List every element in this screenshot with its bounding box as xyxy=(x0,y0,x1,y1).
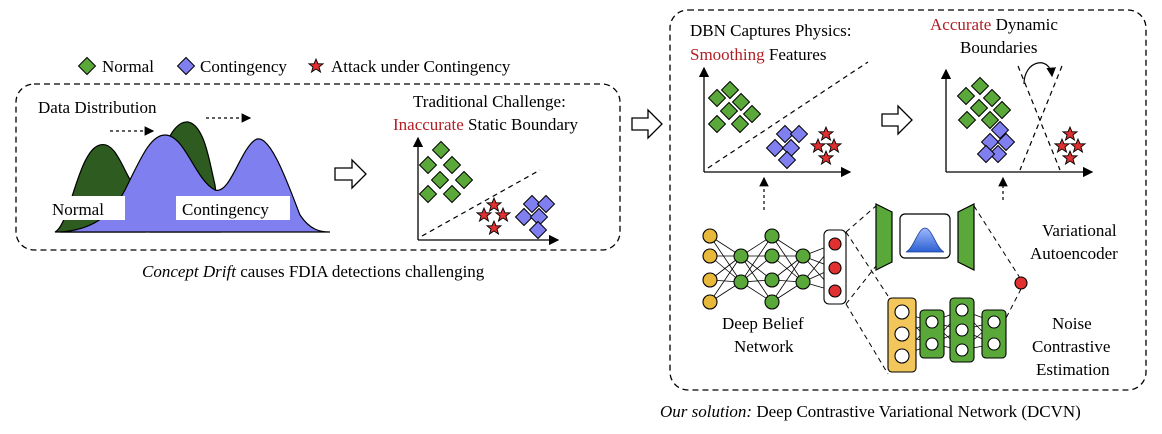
dynamic-boundary-plot xyxy=(940,62,1094,178)
dbn-label-line2: Network xyxy=(734,337,794,356)
contingency-dist-label: Contingency xyxy=(182,200,269,219)
normal-dist-label: Normal xyxy=(52,200,104,219)
nce-to-merge-line xyxy=(1003,288,1022,323)
static-boundary-line xyxy=(421,169,541,237)
dbn-input-layer xyxy=(702,228,718,310)
accurate-title-line2: Boundaries xyxy=(960,38,1037,57)
static-boundary-plot xyxy=(412,136,560,246)
flow-arrow-1 xyxy=(334,158,367,190)
output-merge-node xyxy=(1014,276,1028,290)
variational-autoencoder xyxy=(875,203,1021,279)
dbn-connections xyxy=(709,235,835,303)
challenge-title-line1: Traditional Challenge: xyxy=(413,92,566,111)
normal-label-box xyxy=(45,196,125,220)
legend-contingency-icon xyxy=(177,57,195,75)
vae-encoder xyxy=(875,203,893,271)
right-panel-frame xyxy=(669,9,1147,391)
right-caption: Our solution: Deep Contrastive Variation… xyxy=(660,402,1081,421)
dbn-title-line1: DBN Captures Physics: xyxy=(690,21,852,40)
dbn-fanout-lines xyxy=(845,205,889,375)
accurate-title-line1: Accurate Dynamic xyxy=(930,15,1058,34)
left-panel-frame xyxy=(15,83,621,251)
legend-normal-icon xyxy=(78,57,96,75)
flow-arrow-2 xyxy=(631,108,663,140)
left-caption: Concept Drift causes FDIA detections cha… xyxy=(142,262,485,281)
challenge-title-line2: Inaccurate Static Boundary xyxy=(393,115,579,134)
vae-decoder xyxy=(957,203,975,271)
dbn-hidden-layers xyxy=(733,228,811,310)
vae-label-line2: Autoencoder xyxy=(1030,244,1118,263)
vae-latent-distribution xyxy=(905,227,945,253)
nce-label-line1: Noise xyxy=(1052,314,1092,333)
legend-attack-label: Attack under Contingency xyxy=(331,57,511,76)
legend-attack-icon xyxy=(308,58,324,73)
smoothing-features-plot xyxy=(698,61,869,178)
flow-arrow-3 xyxy=(881,104,913,136)
nce-label-line2: Contrastive xyxy=(1032,337,1110,356)
legend-contingency-label: Contingency xyxy=(200,57,287,76)
dbn-title-line2: Smoothing Features xyxy=(690,45,826,64)
deep-belief-network xyxy=(702,228,847,310)
legend: Normal Contingency Attack under Continge… xyxy=(78,57,511,76)
dbn-output-layer xyxy=(828,237,842,298)
noise-contrastive-estimation xyxy=(887,297,1007,373)
vae-label-line1: Variational xyxy=(1042,221,1117,240)
dbn-label-line1: Deep Belief xyxy=(722,314,804,333)
nce-label-line3: Estimation xyxy=(1036,360,1110,379)
contingency-label-box xyxy=(176,196,290,220)
legend-normal-label: Normal xyxy=(102,57,154,76)
data-distribution-label: Data Distribution xyxy=(38,98,157,117)
